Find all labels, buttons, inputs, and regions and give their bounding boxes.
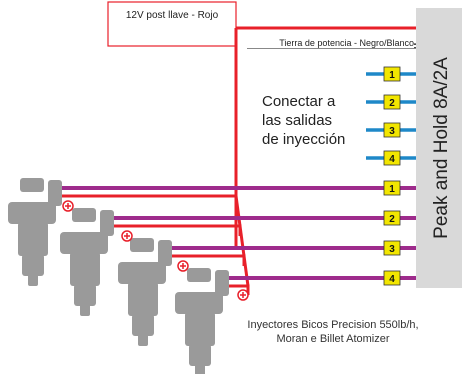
connect-note-line: las salidas <box>262 112 333 129</box>
connect-outputs-note: Conectar a las salidas de inyección <box>262 92 362 149</box>
input-pin-label: 1 <box>389 70 395 81</box>
power-wire-label: 12V post llave - Rojo <box>125 10 219 21</box>
injector-note: Inyectores Bicos Precision 550lb/h, Mora… <box>228 318 438 346</box>
output-pin-label-box <box>383 240 401 256</box>
power-feed-wire <box>56 194 238 206</box>
connect-note-line: Conectar a <box>262 93 336 110</box>
output-pin-label-box <box>383 270 401 286</box>
output-pin-label: 3 <box>389 244 395 255</box>
input-pin-label: 3 <box>389 126 395 137</box>
output-pin-label-box <box>383 180 401 196</box>
connect-note-line: de inyección <box>262 131 346 148</box>
module-name: Peak and Hold 8A/2A <box>431 57 452 239</box>
module-label: Peak and Hold 8A/2A <box>428 10 456 286</box>
input-pin-label-box <box>383 122 401 138</box>
injector-icon <box>118 238 172 346</box>
ground-wire-label: Tierra de potencia - Negro/Blanco <box>244 38 414 48</box>
injector-icon <box>8 178 62 286</box>
injector-note-line: Moran e Billet Atomizer <box>276 333 390 345</box>
input-pin-label-box <box>383 150 401 166</box>
output-pin-label-box <box>383 210 401 226</box>
injector-note-line: Inyectores Bicos Precision 550lb/h, <box>247 319 419 331</box>
peak-hold-module <box>416 8 462 288</box>
power-bus-wire <box>234 195 242 227</box>
injector-icon <box>175 268 229 374</box>
power-bus-wire <box>242 255 250 287</box>
input-pin-label-box <box>383 94 401 110</box>
output-pin-label: 4 <box>389 274 395 285</box>
input-pin-label-box <box>383 66 401 82</box>
output-pin-label: 1 <box>389 184 395 195</box>
output-pin-label: 2 <box>389 214 395 225</box>
input-pin-label: 2 <box>389 98 395 109</box>
input-pin-label: 4 <box>389 154 395 165</box>
power-label-box <box>107 1 237 47</box>
power-bus-wire <box>238 225 246 257</box>
injector-icon <box>60 208 114 316</box>
